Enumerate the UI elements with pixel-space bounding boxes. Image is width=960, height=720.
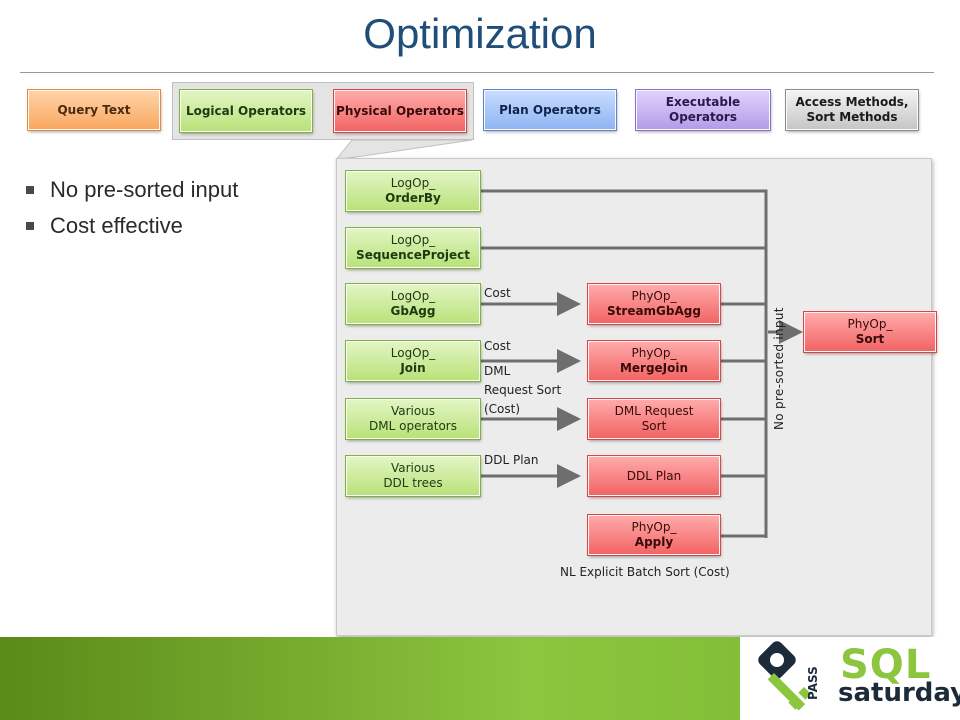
ddl-plan-l1: DDL Plan — [626, 468, 682, 483]
orderby-to-bus-line — [480, 189, 768, 538]
logo-pass-text: PASS — [806, 666, 820, 700]
executable-label-2: Operators — [669, 110, 737, 124]
bullet-text: No pre-sorted input — [50, 177, 239, 202]
key-icon — [758, 641, 812, 711]
access-label-2: Sort Methods — [806, 110, 898, 124]
logop-orderby-box: LogOp_ OrderBy — [345, 170, 481, 212]
logop-orderby-l1: LogOp_ — [390, 176, 436, 190]
phyop-streamgbagg-l1: PhyOp_ — [631, 289, 677, 303]
query-text-label: Query Text — [57, 102, 131, 117]
logop-sequenceproject-l1: LogOp_ — [390, 233, 436, 247]
physical-operators-label: Physical Operators — [336, 103, 464, 118]
logop-join-l2: Join — [400, 361, 426, 375]
ddl-plan-label: DDL Plan — [484, 453, 539, 467]
logop-sequenceproject-l2: SequenceProject — [356, 248, 470, 262]
phyop-mergejoin-l1: PhyOp_ — [631, 346, 677, 360]
phyop-streamgbagg-box: PhyOp_ StreamGbAgg — [587, 283, 721, 325]
dml-label-line2: Request Sort — [484, 383, 562, 397]
dml-label-line1: DML — [484, 364, 511, 378]
logop-join-box: LogOp_ Join — [345, 340, 481, 382]
logo-sql-text: SQL — [840, 642, 932, 688]
bullet-item: No pre-sorted input — [22, 172, 238, 208]
logical-operators-box: Logical Operators — [179, 89, 313, 133]
phyop-streamgbagg-l2: StreamGbAgg — [607, 304, 701, 318]
phyop-apply-l2: Apply — [634, 535, 674, 549]
bullet-list: No pre-sorted input Cost effective — [22, 172, 238, 244]
plan-operators-box: Plan Operators — [483, 89, 617, 131]
access-label-1: Access Methods, — [795, 95, 909, 109]
executable-label-1: Executable — [665, 95, 741, 109]
nl-explicit-batch-sort-label: NL Explicit Batch Sort (Cost) — [560, 565, 730, 579]
query-text-box: Query Text — [27, 89, 161, 131]
logop-sequenceproject-box: LogOp_ SequenceProject — [345, 227, 481, 269]
phyop-apply-box: PhyOp_ Apply — [587, 514, 721, 556]
title-divider — [20, 72, 934, 73]
executable-operators-box: Executable Operators — [635, 89, 771, 131]
dml-request-sort-l1: DML Request — [614, 404, 694, 418]
logical-operators-label: Logical Operators — [185, 103, 307, 118]
logop-orderby-l2: OrderBy — [385, 191, 441, 205]
dml-label-line3: (Cost) — [484, 402, 521, 416]
various-dml-l1: Various — [390, 404, 436, 418]
no-presorted-input-label: No pre-sorted input — [772, 307, 786, 430]
various-ddl-l1: Various — [390, 461, 436, 475]
logop-gbagg-box: LogOp_ GbAgg — [345, 283, 481, 325]
logo-saturday-text: saturday — [838, 678, 960, 708]
phyop-mergejoin-box: PhyOp_ MergeJoin — [587, 340, 721, 382]
bullet-square-icon — [26, 222, 34, 230]
phyop-sort-l2: Sort — [855, 332, 885, 346]
phyop-sort-l1: PhyOp_ — [847, 317, 893, 331]
logop-gbagg-l2: GbAgg — [390, 304, 436, 318]
logop-join-l1: LogOp_ — [390, 346, 436, 360]
sqlsaturday-logo — [740, 637, 960, 720]
bullet-square-icon — [26, 186, 34, 194]
plan-operators-label: Plan Operators — [499, 102, 601, 117]
logop-gbagg-l1: LogOp_ — [390, 289, 436, 303]
phyop-apply-l1: PhyOp_ — [631, 520, 677, 534]
cost-label-join: Cost — [484, 339, 511, 353]
various-ddl-l2: DDL trees — [383, 476, 443, 490]
phyop-mergejoin-l2: MergeJoin — [619, 361, 689, 375]
ddl-plan-box: DDL Plan — [587, 455, 721, 497]
bullet-item: Cost effective — [22, 208, 238, 244]
bullet-text: Cost effective — [50, 213, 183, 238]
various-dml-box: Various DML operators — [345, 398, 481, 440]
phyop-sort-box: PhyOp_ Sort — [803, 311, 937, 353]
dml-request-sort-l2: Sort — [641, 419, 667, 433]
physical-operators-box: Physical Operators — [333, 89, 467, 133]
cost-label-gbagg: Cost — [484, 286, 511, 300]
various-dml-l2: DML operators — [369, 419, 457, 433]
slide-title: Optimization — [363, 10, 597, 57]
access-methods-box: Access Methods, Sort Methods — [785, 89, 919, 131]
various-ddl-box: Various DDL trees — [345, 455, 481, 497]
dml-request-sort-box: DML Request Sort — [587, 398, 721, 440]
